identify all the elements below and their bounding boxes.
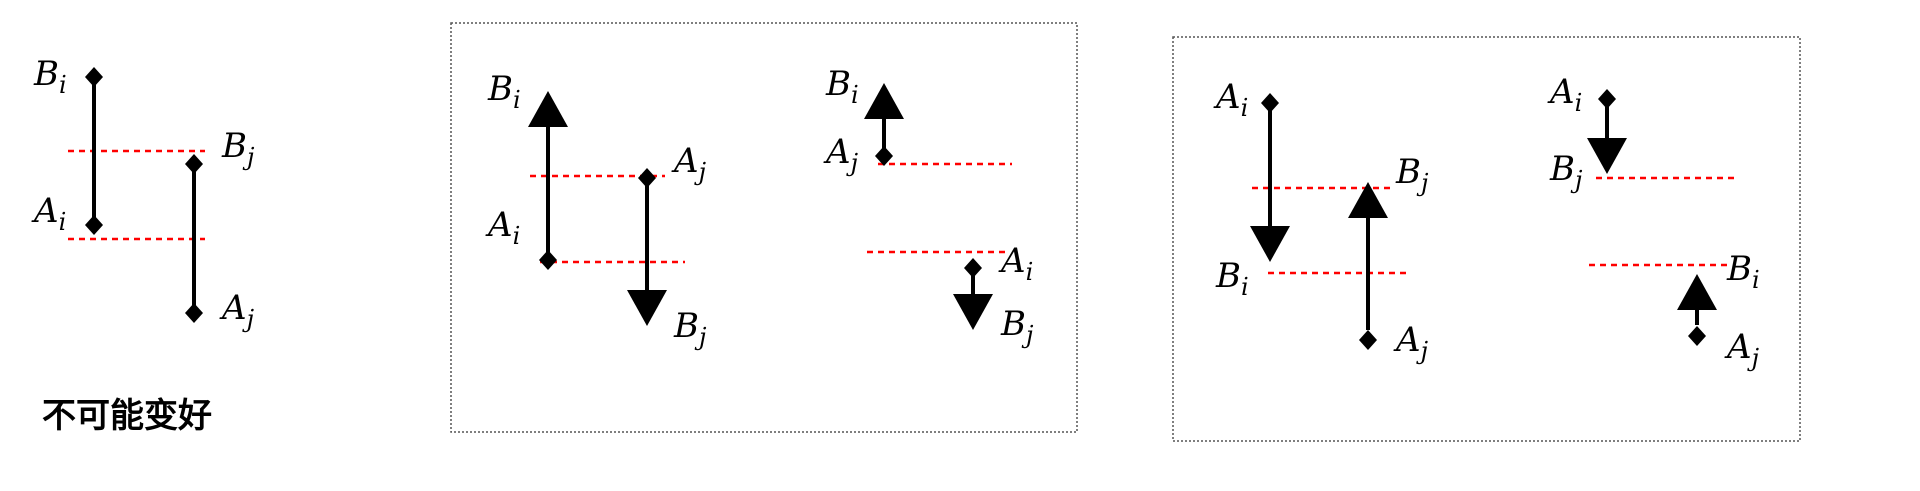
label-bi: Bi bbox=[487, 69, 521, 114]
panel-left: Bi Bj Ai Aj bbox=[31, 54, 255, 333]
label-ai: Ai bbox=[998, 241, 1033, 286]
label-bi: Bi bbox=[1215, 256, 1249, 301]
diamond-marker bbox=[638, 168, 656, 188]
diamond-marker bbox=[1688, 326, 1706, 346]
panel-frame-middle bbox=[450, 22, 1078, 433]
label-ai: Ai bbox=[485, 205, 520, 250]
diamond-marker bbox=[875, 146, 893, 166]
label-bi: Bi bbox=[825, 64, 859, 109]
diamond-marker bbox=[85, 215, 103, 235]
label-aj: Aj bbox=[219, 288, 255, 333]
label-ai: Ai bbox=[31, 191, 66, 236]
label-bj: Bj bbox=[1000, 304, 1034, 349]
label-bj: Bj bbox=[221, 126, 255, 171]
diamond-marker bbox=[1261, 93, 1279, 113]
diamond-marker bbox=[539, 250, 557, 270]
diamond-marker bbox=[185, 154, 203, 174]
diamond-marker bbox=[185, 303, 203, 323]
panel-right: Ai Bj Bi Aj Ai Bj Bi Aj bbox=[1213, 72, 1760, 372]
label-bj: Bj bbox=[1395, 152, 1429, 197]
label-aj: Aj bbox=[1724, 327, 1760, 372]
diamond-marker bbox=[1598, 89, 1616, 109]
label-bj: Bj bbox=[1549, 149, 1583, 194]
label-ai: Ai bbox=[1213, 77, 1248, 122]
label-bi: Bi bbox=[1726, 249, 1760, 294]
panel-frame-right bbox=[1172, 36, 1801, 442]
label-bj: Bj bbox=[673, 306, 707, 351]
diamond-marker bbox=[1359, 330, 1377, 350]
label-bi: Bi bbox=[33, 54, 67, 99]
panel-middle: Bi Aj Ai Bj Bi Aj Ai Bj bbox=[485, 64, 1034, 351]
label-aj: Aj bbox=[1393, 320, 1429, 365]
label-aj: Aj bbox=[823, 132, 859, 177]
label-ai: Ai bbox=[1547, 72, 1582, 117]
caption-text: 不可能变好 bbox=[42, 396, 212, 436]
label-aj: Aj bbox=[671, 141, 707, 186]
diamond-marker bbox=[85, 67, 103, 87]
diamond-marker bbox=[964, 258, 982, 278]
